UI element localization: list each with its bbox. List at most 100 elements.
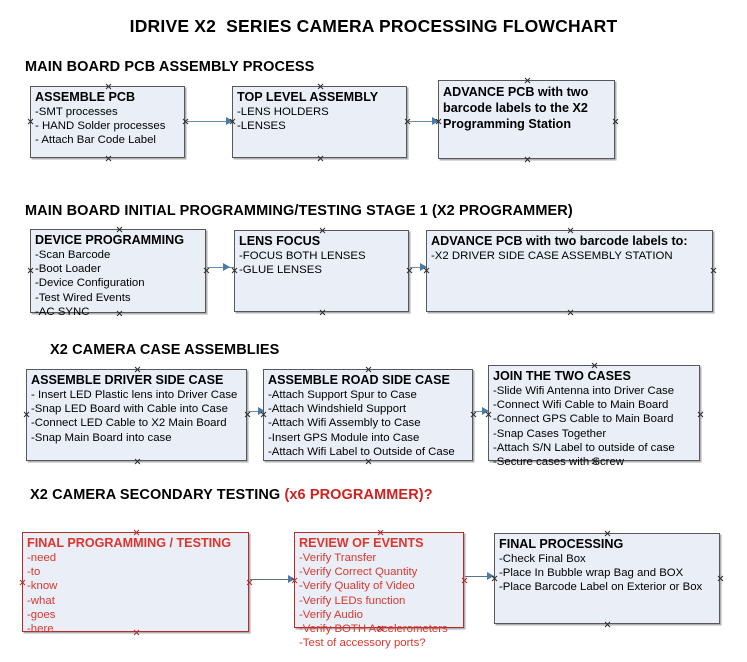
connection-handle-top[interactable] [116, 226, 123, 233]
node-line: -Attach Wifi Assembly to Case [268, 417, 421, 430]
node-line: -Test Wired Events [35, 291, 131, 304]
connection-handle-right[interactable] [406, 267, 413, 274]
node-line: -Attach S/N Label to outside of case [493, 441, 675, 454]
node-line: -Verify Correct Quantity [299, 566, 418, 579]
section-title-main-board-initial-programming: MAIN BOARD INITIAL PROGRAMMING/TESTING S… [25, 203, 573, 219]
node-line: -Boot Loader [35, 263, 101, 276]
node-lens-focus[interactable]: LENS FOCUS -FOCUS BOTH LENSES -GLUE LENS… [234, 230, 409, 312]
connection-handle-left[interactable] [23, 411, 30, 418]
node-heading: JOIN THE TWO CASES [493, 369, 631, 383]
node-line: -Verify Transfer [299, 552, 377, 564]
connection-handle-bottom[interactable] [524, 156, 531, 163]
node-join-the-two-cases[interactable]: JOIN THE TWO CASES -Slide Wifi Antenna i… [488, 362, 700, 468]
arrow-head-icon [432, 117, 439, 125]
connection-handle-right[interactable] [203, 267, 210, 274]
connection-handle-left[interactable] [19, 579, 26, 586]
node-line: -goes [27, 608, 56, 621]
connection-handle-right[interactable] [461, 577, 468, 584]
connector-lens-focus-to-advance-pcb [410, 267, 426, 268]
connection-handle-right[interactable] [246, 579, 253, 586]
node-line: -Device Configuration [35, 277, 145, 290]
connector-review-to-final-processing [465, 576, 495, 577]
connection-handle-top[interactable] [567, 227, 574, 234]
node-line: -Snap Main Board into case [31, 431, 172, 444]
connection-handle-top[interactable] [134, 366, 141, 373]
section-title-main-board-pcb-assembly: MAIN BOARD PCB ASSEMBLY PROCESS [25, 59, 314, 75]
connection-handle-bottom[interactable] [604, 621, 611, 628]
node-line: -Place Barcode Label on Exterior or Box [499, 581, 703, 594]
node-advance-pcb-programming-station[interactable]: ADVANCE PCB with two barcode labels to t… [438, 80, 615, 159]
connection-handle-bottom[interactable] [365, 458, 372, 465]
node-assemble-road-side-case[interactable]: ASSEMBLE ROAD SIDE CASE -Attach Support … [263, 369, 473, 461]
connection-handle-right[interactable] [244, 411, 251, 418]
node-line: -Place In Bubble wrap Bag and BOX [499, 567, 684, 580]
node-assemble-driver-side-case[interactable]: ASSEMBLE DRIVER SIDE CASE - Insert LED P… [26, 369, 247, 461]
node-heading: ASSEMBLE DRIVER SIDE CASE [31, 373, 224, 387]
connection-handle-bottom[interactable] [134, 458, 141, 465]
connection-handle-left[interactable] [27, 267, 34, 274]
connection-handle-right[interactable] [470, 411, 477, 418]
node-line: -Attach Wifi Label to Outside of Case [268, 445, 455, 458]
connection-handle-bottom[interactable] [105, 155, 112, 162]
connection-handle-top[interactable] [377, 529, 384, 536]
node-line: - Attach Bar Code Label [35, 134, 156, 147]
connector-final-programming-to-review [250, 579, 295, 580]
section-title-text: MAIN BOARD PCB ASSEMBLY PROCESS [25, 59, 315, 75]
connection-handle-top[interactable] [105, 83, 112, 90]
node-heading: ASSEMBLE PCB [35, 90, 136, 104]
node-line: -what [27, 594, 55, 607]
arrow-head-icon [226, 117, 233, 125]
connection-handle-right[interactable] [710, 267, 717, 274]
connection-handle-top[interactable] [604, 530, 611, 537]
node-device-programming[interactable]: DEVICE PROGRAMMING -Scan Barcode -Boot L… [27, 226, 206, 318]
connection-handle-bottom[interactable] [319, 309, 326, 316]
connection-handle-top[interactable] [365, 366, 372, 373]
connection-handle-top[interactable] [524, 77, 531, 84]
connection-handle-right[interactable] [697, 411, 704, 418]
node-line: -SMT processes [35, 106, 118, 118]
arrow-head-icon [223, 263, 230, 271]
node-line: -here [27, 623, 54, 636]
node-review-of-events[interactable]: REVIEW OF EVENTS -Verify Transfer -Verif… [294, 529, 464, 649]
node-line: -know [27, 580, 58, 593]
node-heading: FINAL PROCESSING [499, 537, 624, 551]
connection-handle-top[interactable] [591, 362, 598, 369]
section-title-text: X2 CAMERA SECONDARY TESTING [30, 487, 285, 503]
node-line: -AC SYNC [35, 305, 90, 318]
node-final-programming-testing[interactable]: FINAL PROGRAMMING / TESTING -need -to -k… [19, 529, 249, 635]
connection-handle-bottom[interactable] [567, 309, 574, 316]
node-line: -Connect Wifi Cable to Main Board [493, 399, 669, 412]
connector-top-level-to-advance-pcb [408, 121, 436, 122]
node-line: -Attach Support Spur to Case [268, 389, 417, 401]
node-advance-pcb-driver-side-case[interactable]: ADVANCE PCB with two barcode labels to: … [426, 230, 713, 312]
node-final-processing[interactable]: FINAL PROCESSING -Check Final Box -Place… [494, 533, 720, 624]
connection-handle-left[interactable] [27, 118, 34, 125]
connection-handle-right[interactable] [717, 575, 724, 582]
node-line: -Attach Windshield Support [268, 403, 407, 416]
connection-handle-top[interactable] [319, 227, 326, 234]
node-line: -Check Final Box [499, 553, 586, 565]
page-title: IDRIVE X2 SERIES CAMERA PROCESSING FLOWC… [129, 16, 618, 36]
connection-handle-left[interactable] [231, 267, 238, 274]
node-heading: TOP LEVEL ASSEMBLY [237, 90, 379, 104]
node-line: -GLUE LENSES [239, 264, 322, 277]
node-line: -Connect GPS Cable to Main Board [493, 413, 674, 426]
node-assemble-pcb[interactable]: ASSEMBLE PCB -SMT processes - HAND Solde… [30, 86, 185, 158]
node-heading: LENS FOCUS [239, 234, 321, 248]
connector-assemble-pcb-to-top-level [186, 121, 228, 122]
connection-handle-top[interactable] [133, 529, 140, 536]
node-heading: ADVANCE PCB with two barcode labels to t… [443, 85, 589, 131]
node-line: -Verify Audio [299, 608, 363, 621]
node-line: -X2 DRIVER SIDE CASE ASSEMBLY STATION [431, 250, 673, 262]
section-title-text: MAIN BOARD INITIAL PROGRAMMING/TESTING S… [25, 203, 573, 219]
connection-handle-right[interactable] [612, 118, 619, 125]
arrow-head-icon [482, 407, 489, 415]
node-top-level-assembly[interactable]: TOP LEVEL ASSEMBLY -LENS HOLDERS -LENSES [232, 86, 407, 158]
node-line: -Slide Wifi Antenna into Driver Case [493, 385, 675, 397]
node-heading: DEVICE PROGRAMMING [35, 233, 185, 247]
node-line: -Verify Quality of Video [299, 580, 415, 593]
connection-handle-top[interactable] [317, 83, 324, 90]
node-line: -Snap Cases Together [493, 427, 607, 440]
connection-handle-bottom[interactable] [317, 155, 324, 162]
